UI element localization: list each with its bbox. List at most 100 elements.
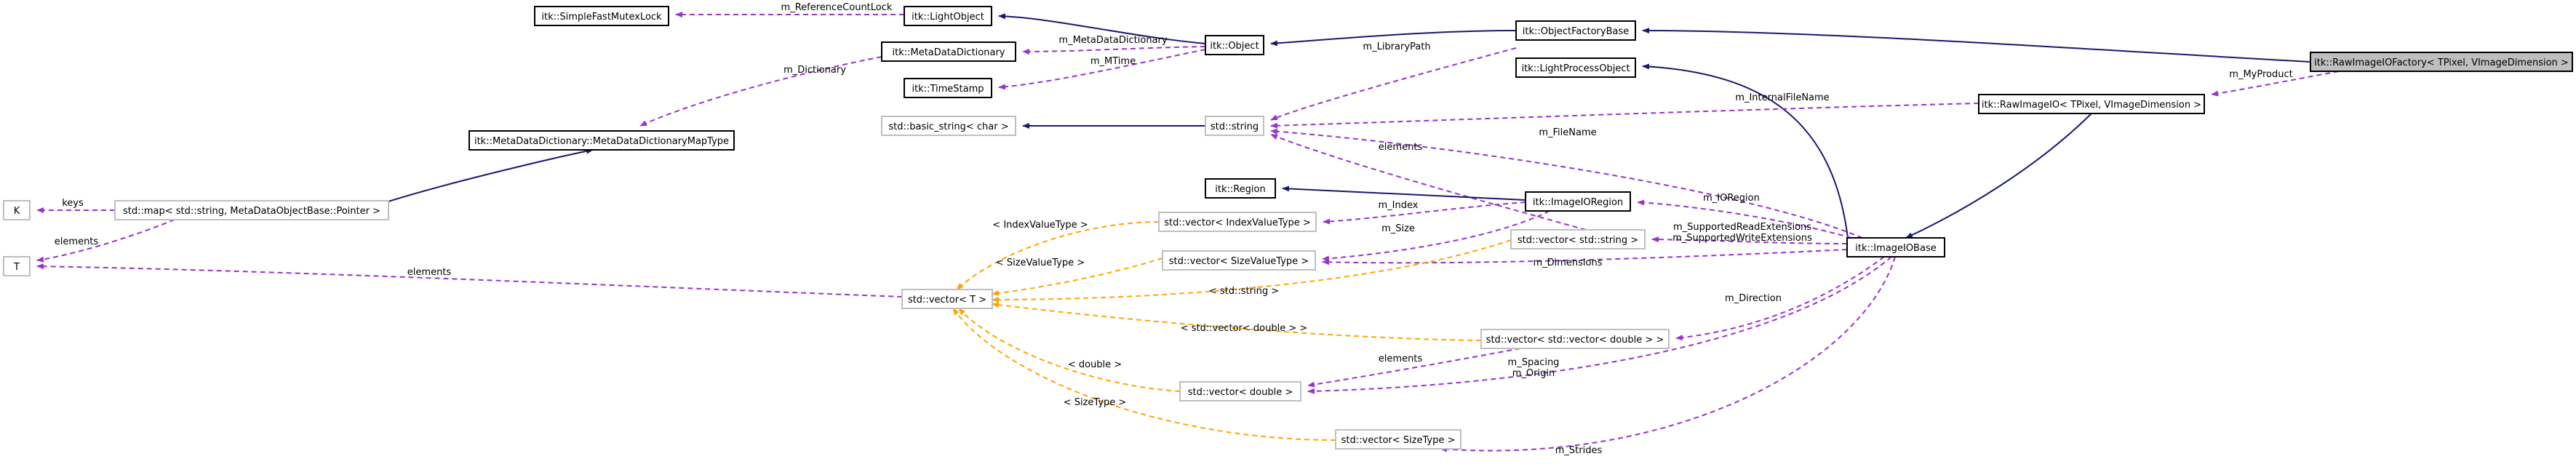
edge-e33-template: < std::vector< double > > — [992, 302, 1482, 341]
class-node-metadatadict[interactable]: itk::MetaDataDictionary — [881, 41, 1016, 62]
class-box[interactable] — [1510, 229, 1646, 250]
class-node-vecstring[interactable]: std::vector< std::string > — [1510, 229, 1646, 250]
edge-e2-inherit — [1270, 30, 1517, 47]
class-node-K[interactable]: K — [3, 200, 31, 220]
class-node-stdmap[interactable]: std::map< std::string, MetaDataObjectBas… — [114, 200, 389, 220]
edge-label: < SizeValueType > — [996, 258, 1085, 268]
edge-e3-inherit — [998, 13, 1206, 44]
class-box[interactable] — [1846, 237, 1945, 258]
edge-e25-usage: m_Direction — [1675, 256, 1885, 341]
class-box[interactable] — [3, 256, 31, 276]
edge-line — [1440, 256, 1896, 452]
class-box[interactable] — [881, 116, 1016, 136]
edge-label: m_Size — [1381, 223, 1415, 234]
edge-label: m_FileName — [1539, 127, 1596, 138]
class-box[interactable] — [534, 6, 669, 26]
edge-e4-usage: m_ReferenceCountLock — [675, 2, 904, 17]
class-node-imageioregion[interactable]: itk::ImageIORegion — [1525, 191, 1631, 212]
class-box[interactable] — [901, 289, 993, 309]
class-box[interactable] — [1480, 329, 1670, 349]
class-node-imageiobase[interactable]: itk::ImageIOBase — [1846, 237, 1945, 258]
class-node-region[interactable]: itk::Region — [1205, 178, 1276, 199]
edge-label: m_IORegion — [1703, 193, 1760, 204]
edge-e17-usage: m_FileName — [1270, 127, 1863, 239]
edge-e28-usage: elements — [1307, 348, 1521, 388]
class-label: itk::Object — [1210, 41, 1259, 52]
edge-label: m_Dictionary — [783, 65, 846, 76]
class-node-mddmaptype[interactable]: itk::MetaDataDictionary::MetaDataDiction… — [468, 130, 735, 151]
edge-label: elements — [407, 267, 452, 278]
class-node-mutexlock[interactable]: itk::SimpleFastMutexLock — [534, 6, 669, 26]
edge-e9-usage: keys — [36, 198, 115, 213]
edge-e8-inherit — [388, 148, 594, 202]
class-box[interactable] — [1205, 178, 1276, 199]
edge-label: m_ReferenceCountLock — [781, 2, 893, 13]
class-box[interactable] — [1205, 35, 1264, 55]
edge-line — [952, 308, 1336, 441]
class-box[interactable] — [114, 200, 389, 220]
class-node-vecdouble[interactable]: std::vector< double > — [1179, 381, 1301, 402]
edge-label: m_Index — [1379, 200, 1419, 211]
edge-e5-usage: m_MetaDataDictionary — [1022, 35, 1206, 55]
edge-e24-usage: m_Dimensions — [1322, 249, 1848, 268]
class-node-vecsizetype[interactable]: std::vector< SizeType > — [1335, 429, 1462, 450]
class-label: std::map< std::string, MetaDataObjectBas… — [123, 206, 380, 217]
edge-label: m_Strides — [1555, 445, 1603, 456]
class-box[interactable] — [1158, 212, 1317, 232]
class-box[interactable] — [2310, 52, 2573, 72]
class-label: std::vector< SizeValueType > — [1169, 256, 1309, 267]
class-node-object[interactable]: itk::Object — [1205, 35, 1264, 55]
class-node-timestamp[interactable]: itk::TimeStamp — [904, 78, 992, 98]
class-label: itk::MetaDataDictionary::MetaDataDiction… — [474, 136, 729, 147]
edge-line — [1642, 63, 1849, 239]
edge-label: m_Dimensions — [1533, 258, 1602, 268]
class-label: itk::SimpleFastMutexLock — [541, 12, 662, 23]
edge-e22-usage: m_Size — [1322, 210, 1550, 262]
class-node-vecsize[interactable]: std::vector< SizeValueType > — [1162, 250, 1316, 271]
edge-e10-usage: elements — [36, 219, 175, 263]
class-node-basicstring[interactable]: std::basic_string< char > — [881, 116, 1016, 136]
class-box[interactable] — [1205, 116, 1264, 136]
class-node-objfactorybase[interactable]: itk::ObjectFactoryBase — [1515, 20, 1636, 41]
edge-e27-usage: m_Strides — [1440, 256, 1896, 456]
class-node-rawfactory[interactable]: itk::RawImageIOFactory< TPixel, VImageDi… — [2310, 52, 2573, 72]
class-node-vecindex[interactable]: std::vector< IndexValueType > — [1158, 212, 1317, 232]
class-node-rawimageio[interactable]: itk::RawImageIO< TPixel, VImageDimension… — [1978, 94, 2205, 114]
edge-e7-usage: m_Dictionary — [639, 56, 882, 127]
edge-label: elements — [1379, 142, 1423, 153]
edge-line — [1270, 30, 1517, 47]
edge-line — [2211, 71, 2340, 97]
edge-line — [998, 13, 1206, 44]
class-box[interactable] — [904, 6, 992, 26]
class-label: std::vector< std::string > — [1518, 235, 1638, 246]
edge-e34-template: < double > — [958, 308, 1181, 392]
edge-line — [1270, 47, 1517, 121]
edge-e20-usage: m_IORegion — [1637, 193, 1852, 239]
class-box[interactable] — [1162, 250, 1316, 271]
class-label: K — [14, 206, 20, 217]
class-box[interactable] — [1525, 191, 1631, 212]
class-box[interactable] — [1515, 57, 1636, 78]
class-node-vecT[interactable]: std::vector< T > — [901, 289, 993, 309]
edge-e21-usage: m_Index — [1323, 200, 1526, 225]
edge-label: elements — [55, 236, 99, 247]
class-box[interactable] — [1335, 429, 1462, 450]
class-node-lightobject[interactable]: itk::LightObject — [904, 6, 992, 26]
class-node-stdstring[interactable]: std::string — [1205, 116, 1264, 136]
class-box[interactable] — [3, 200, 31, 220]
edge-label: < SizeType > — [1064, 397, 1127, 408]
class-box[interactable] — [468, 130, 735, 151]
class-box[interactable] — [1515, 20, 1636, 41]
class-node-T[interactable]: T — [3, 256, 31, 276]
edge-line — [1270, 134, 1587, 231]
class-box[interactable] — [881, 41, 1016, 62]
edge-line — [1323, 201, 1526, 225]
edge-e35-template: < SizeType > — [952, 308, 1336, 441]
class-box[interactable] — [1978, 94, 2205, 114]
class-box[interactable] — [1179, 381, 1301, 402]
class-node-vecvecdouble[interactable]: std::vector< std::vector< double > > — [1480, 329, 1670, 349]
class-box[interactable] — [904, 78, 992, 98]
class-node-lightprocess[interactable]: itk::LightProcessObject — [1515, 57, 1636, 78]
